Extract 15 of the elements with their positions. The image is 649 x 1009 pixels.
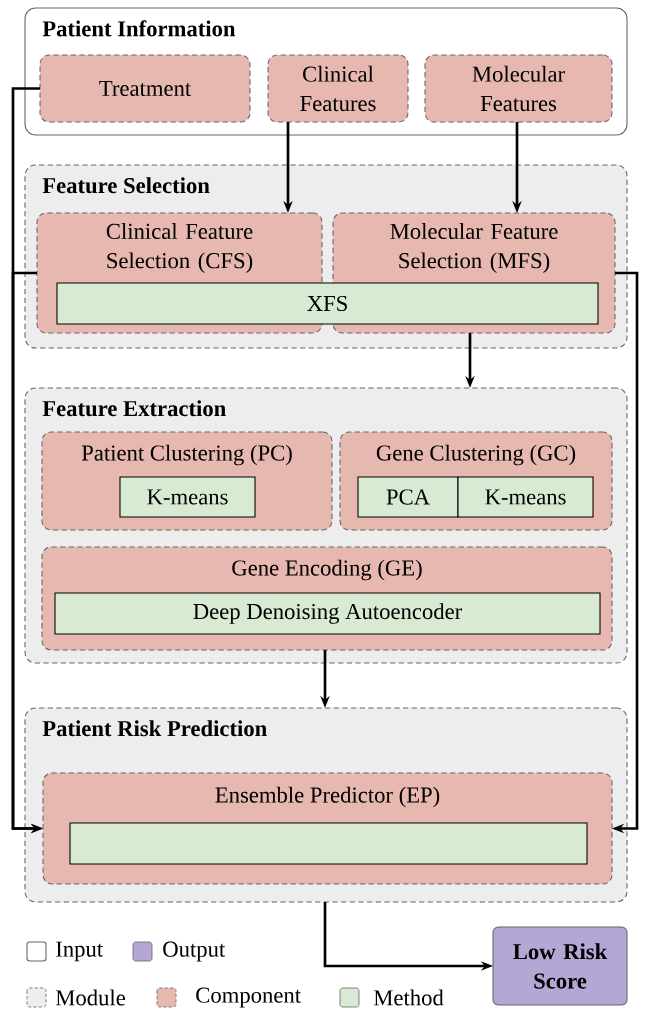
legend-label: Input [56,941,103,962]
method-box: PCA [357,476,459,518]
method-box [69,822,588,865]
legend-label: Output [163,941,226,962]
component-box: Treatment [39,54,251,123]
component-box: Molecular Features [424,54,613,123]
method-box: K-means [119,476,256,518]
legend-label: Component [196,987,301,1008]
legend-label: Module [55,989,125,1006]
legend-label: Method [373,989,444,1006]
method-box: K-means [457,476,594,518]
component-box: Clinical Features [267,54,409,123]
method-box: XFS [56,282,599,325]
method-box: Deep Denoising Autoencoder [54,592,601,635]
output-box: Low Risk Score [492,926,628,1006]
